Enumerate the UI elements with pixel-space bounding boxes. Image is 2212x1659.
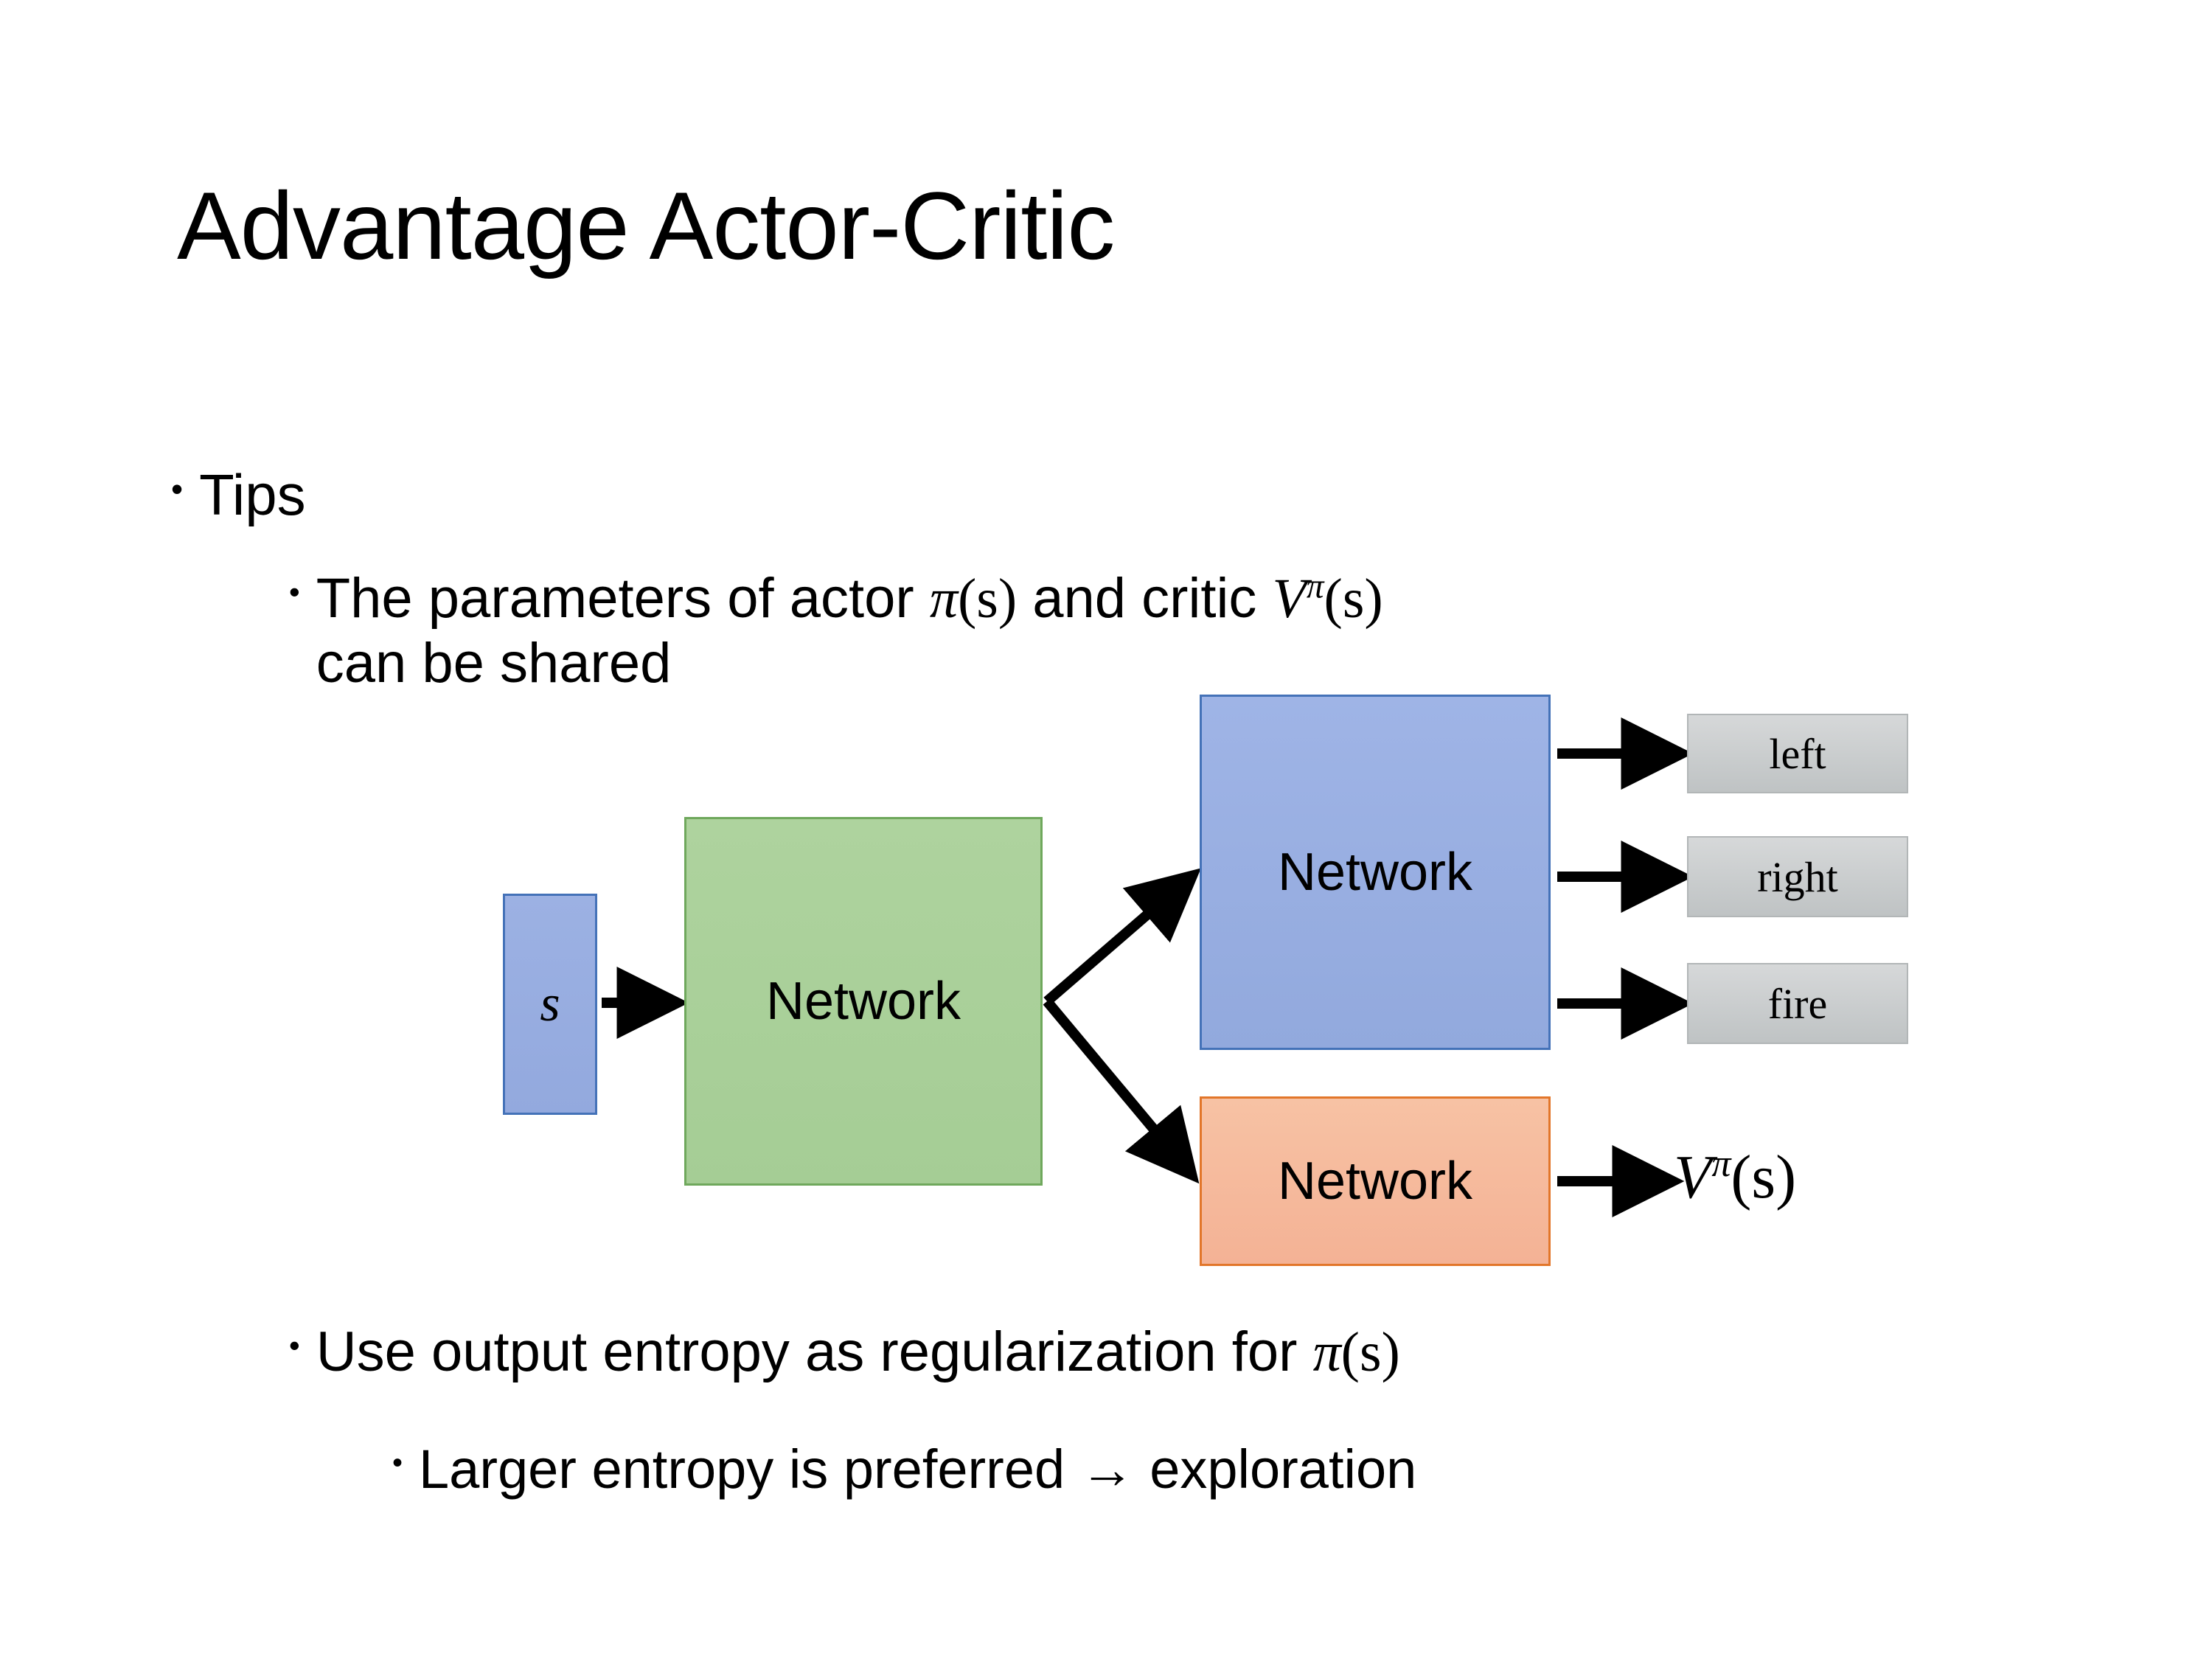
math-arg: (s) (1324, 568, 1383, 630)
arrow-shared-to-critic (1043, 998, 1200, 1184)
output-action-right: right (1687, 836, 1908, 917)
math-policy-pi-s: π(s) (930, 568, 1017, 630)
math-base: V (1674, 1143, 1712, 1211)
math-policy-pi-s: π(s) (1313, 1321, 1400, 1383)
bullet-marker-icon: • (392, 1447, 403, 1479)
math-arg: (s) (1340, 1321, 1400, 1383)
bullet-marker-icon: • (171, 470, 184, 508)
math-base: V (1272, 568, 1307, 630)
math-base: π (1312, 1321, 1341, 1383)
params-text-part-2: and critic (1017, 567, 1273, 630)
node-shared-network: Network (684, 817, 1043, 1186)
node-shared-network-label: Network (765, 972, 961, 1031)
bullet-entropy-regularization: • Use output entropy as regularization f… (289, 1320, 2059, 1385)
arrow-shared-to-actor (1043, 868, 1201, 1006)
math-value-v-pi-s: Vπ(s) (1272, 568, 1382, 630)
bullet-entropy-text: Use output entropy as regularization for… (316, 1320, 1400, 1385)
bullet-marker-icon: • (289, 1328, 300, 1363)
bullet-tips-label: Tips (199, 462, 306, 527)
output-action-left: left (1687, 714, 1908, 793)
output-action-fire: fire (1687, 963, 1908, 1044)
node-actor-network-label: Network (1277, 843, 1473, 902)
params-line-2: can be shared (316, 632, 672, 695)
bullet-marker-icon: • (289, 574, 300, 609)
math-base: π (929, 568, 958, 630)
output-action-left-label: left (1769, 729, 1826, 778)
params-text-part-1: The parameters of actor (316, 567, 930, 630)
bullet-larger-entropy: • Larger entropy is preferred → explorat… (392, 1438, 2162, 1500)
bullet-shared-parameters-text: The parameters of actor π(s) and critic … (316, 566, 1383, 696)
math-arg: (s) (1731, 1143, 1797, 1211)
node-critic-network: Network (1200, 1096, 1551, 1266)
bullet-tips: • Tips (171, 462, 306, 527)
node-critic-network-label: Network (1277, 1152, 1473, 1211)
math-superscript: π (1306, 567, 1324, 606)
node-state-label: s (540, 975, 560, 1032)
bullet-larger-entropy-label: Larger entropy is preferred → exploratio… (419, 1439, 1417, 1500)
bullet-shared-parameters: • The parameters of actor π(s) and criti… (289, 566, 2059, 696)
node-actor-network: Network (1200, 695, 1551, 1050)
node-state-input: s (503, 894, 597, 1115)
output-action-fire-label: fire (1767, 979, 1828, 1028)
page-title: Advantage Actor-Critic (177, 172, 1115, 279)
entropy-text-part-1: Use output entropy as regularization for (316, 1321, 1313, 1383)
output-action-right-label: right (1757, 852, 1838, 901)
output-value-function-label: Vπ(s) (1674, 1141, 1796, 1213)
math-superscript: π (1711, 1143, 1731, 1185)
math-arg: (s) (957, 568, 1018, 630)
